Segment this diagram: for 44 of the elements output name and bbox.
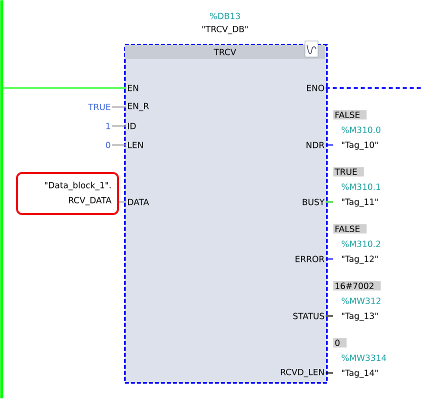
node-label: %MW3314: [342, 354, 386, 362]
tag-operand: 0 %MW3314 "Tag_14": [333, 338, 386, 378]
node-label: %M310.0: [342, 126, 380, 134]
tag-operand: FALSE %M310.2 "Tag_12": [333, 224, 380, 264]
node-label: "Tag_12": [342, 256, 378, 264]
node-label: "Tag_14": [342, 370, 378, 378]
wire: [112, 106, 126, 108]
pin-label: LEN: [128, 142, 143, 148]
wire: [326, 144, 333, 146]
node-label: %M310.2: [342, 240, 380, 248]
node-label: "Tag_11": [342, 198, 378, 207]
wire: [326, 372, 333, 374]
wire: [112, 125, 126, 127]
pin-label: RCVD_LEN: [280, 368, 324, 378]
wire: [326, 87, 423, 89]
node-label: "Tag_10": [342, 142, 378, 150]
wire: [112, 144, 126, 146]
tag-operand: 16#7002 %MW312 "Tag_13": [333, 281, 381, 321]
instance-label: "TRCV_DB": [202, 26, 248, 34]
pin-label: NDR: [306, 142, 324, 148]
parameter-value: 0: [106, 142, 110, 148]
pin-label: ID: [128, 122, 136, 130]
pin-label: DATA: [128, 198, 150, 206]
node-label: %M310.1: [342, 184, 380, 190]
wire: [326, 258, 333, 260]
wire: [3, 87, 126, 89]
operand-box: "Data_block_1". RCV_DATA: [16, 172, 119, 215]
wire: [326, 315, 333, 317]
pin-label: ERROR: [296, 256, 324, 262]
instance-label: %DB13: [210, 12, 240, 20]
tag-operand: FALSE %M310.0 "Tag_10": [333, 110, 380, 150]
pin-label: BUSY: [302, 198, 325, 206]
pin-label: EN_R: [128, 102, 149, 112]
parameter-value: TRUE: [88, 104, 110, 110]
parameter-value: 1: [106, 122, 110, 130]
pin-label: EN: [128, 84, 138, 92]
power-rail: [0, 0, 4, 398]
wire: [119, 201, 126, 203]
pin-label: STATUS: [293, 312, 324, 320]
node-label: %MW312: [342, 298, 380, 304]
tag-operand: TRUE %M310.1 "Tag_11": [333, 167, 380, 207]
wire: [326, 201, 333, 203]
node-label: "Tag_13": [342, 312, 378, 321]
pin-label: ENO: [307, 84, 324, 92]
